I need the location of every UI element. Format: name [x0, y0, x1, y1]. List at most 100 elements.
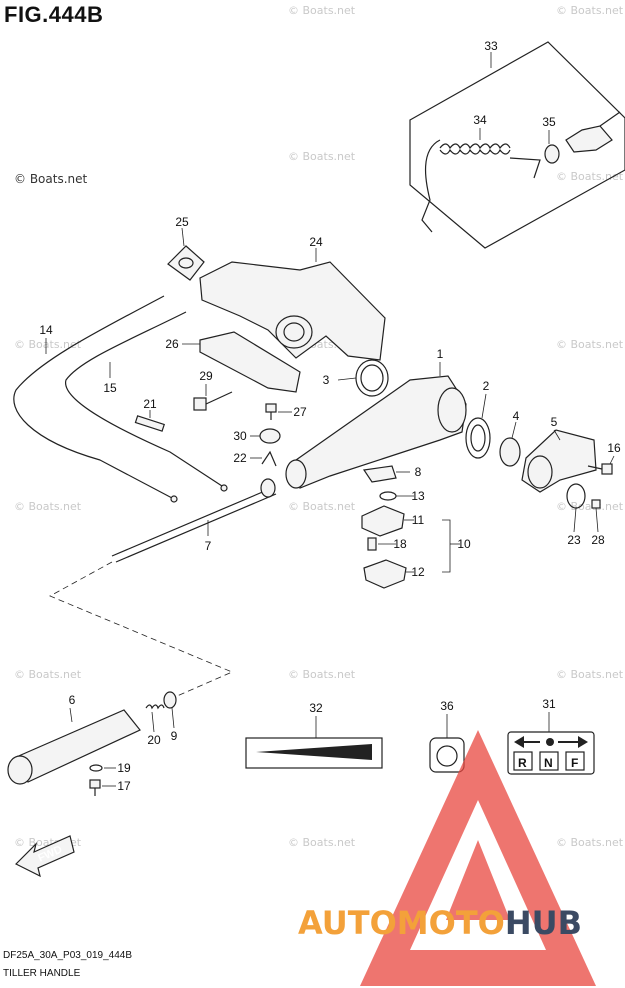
callout-21: 21 — [143, 397, 157, 411]
neutral-dot — [546, 738, 554, 746]
handle-body — [295, 375, 467, 489]
grommet-body — [167, 245, 205, 281]
cable-14 — [13, 295, 173, 499]
watermark: © Boats.net — [556, 668, 624, 681]
footer-code: DF25A_30A_P03_019_444B — [3, 950, 132, 961]
screw-head — [601, 463, 613, 475]
callout-6: 6 — [69, 693, 76, 707]
kit-outline — [409, 41, 625, 249]
washer-23 — [566, 483, 586, 533]
plate-body — [199, 331, 301, 393]
cable-end — [170, 495, 178, 503]
shaft-line — [111, 487, 273, 557]
leader-line — [595, 507, 599, 533]
bushing-outer — [465, 417, 491, 459]
callout-16: 16 — [607, 441, 621, 455]
pin — [134, 415, 165, 432]
callout-15: 15 — [103, 381, 117, 395]
letter-box — [539, 751, 559, 771]
washer-19 — [89, 764, 116, 772]
callout-12: 12 — [411, 565, 425, 579]
watermark: © Boats.net — [556, 338, 624, 351]
watermark: © Boats.net — [288, 500, 356, 513]
oring-inner — [360, 364, 384, 392]
decal-31 — [507, 712, 595, 775]
reverse-arrow — [514, 736, 524, 748]
logo-part-a: AUTOMOTO — [298, 904, 505, 942]
grommet-hole — [178, 257, 194, 269]
disc — [259, 428, 281, 444]
callout-11: 11 — [412, 513, 425, 527]
screw-18 — [367, 537, 377, 551]
bushing-2 — [465, 393, 491, 459]
cap-9 — [163, 691, 177, 729]
callout-32: 32 — [309, 701, 323, 715]
clip — [261, 450, 277, 467]
decal-32 — [245, 716, 383, 769]
screw-16 — [587, 455, 615, 475]
coiled-cord — [439, 148, 511, 155]
collar-4 — [499, 421, 521, 467]
cap — [163, 691, 177, 709]
callout-34: 34 — [473, 113, 487, 127]
block-11 — [361, 505, 405, 537]
leader-line — [171, 707, 175, 729]
decal-36 — [429, 714, 465, 773]
callout-4: 4 — [513, 409, 520, 423]
nut — [544, 144, 560, 164]
screw-head — [591, 499, 601, 509]
leader-line — [181, 227, 185, 247]
fwd-arrow — [14, 835, 75, 878]
callout-17: 17 — [117, 779, 131, 793]
callout-2: 2 — [483, 379, 490, 393]
figure-title: FIG.444B — [4, 2, 104, 27]
decal-wedge — [256, 744, 372, 760]
callout-1: 1 — [437, 347, 444, 361]
callout-19: 19 — [117, 761, 131, 775]
shift-letter-r: R — [518, 756, 527, 770]
watermark: © Boats.net — [14, 172, 88, 186]
screw-17 — [89, 779, 116, 796]
decal-frame — [507, 731, 595, 775]
leader-line — [573, 507, 577, 533]
leader-line — [337, 377, 357, 381]
clip-22 — [250, 450, 277, 467]
decal-circle — [436, 745, 458, 767]
shift-letter-n: N — [544, 756, 553, 770]
callout-25: 25 — [175, 215, 189, 229]
forward-arrow — [578, 736, 588, 748]
handle-throat — [285, 459, 307, 489]
bracket-body — [199, 261, 386, 361]
shift-letter-f: F — [571, 756, 578, 770]
spring — [145, 704, 165, 710]
shaft-7 — [111, 478, 277, 563]
watermark: © Boats.net — [288, 150, 356, 163]
shaft-line — [115, 493, 277, 563]
switch-wire — [599, 111, 621, 127]
screw-head — [89, 779, 101, 789]
callout-27: 27 — [293, 405, 307, 419]
watermark: © Boats.net — [556, 836, 624, 849]
friction-assembly — [361, 465, 460, 589]
grommet — [167, 227, 205, 281]
callout-30: 30 — [233, 429, 247, 443]
decal-frame — [245, 737, 383, 769]
screw-head — [265, 403, 277, 413]
callout-23: 23 — [567, 533, 581, 547]
screw-27 — [265, 403, 292, 420]
group-bracket — [442, 519, 451, 573]
shaft-end — [260, 478, 276, 498]
collar — [499, 437, 521, 467]
assembly-guide-line — [49, 561, 234, 701]
leader-line — [553, 429, 561, 441]
callout-33: 33 — [484, 39, 498, 53]
bracket-bore — [275, 315, 313, 349]
oring-3 — [337, 359, 389, 397]
arm-bore — [527, 455, 553, 489]
automotohub-logo-mark — [360, 730, 596, 986]
arm-body — [521, 429, 597, 493]
leader-line — [511, 421, 517, 439]
grip-6 — [7, 707, 141, 785]
